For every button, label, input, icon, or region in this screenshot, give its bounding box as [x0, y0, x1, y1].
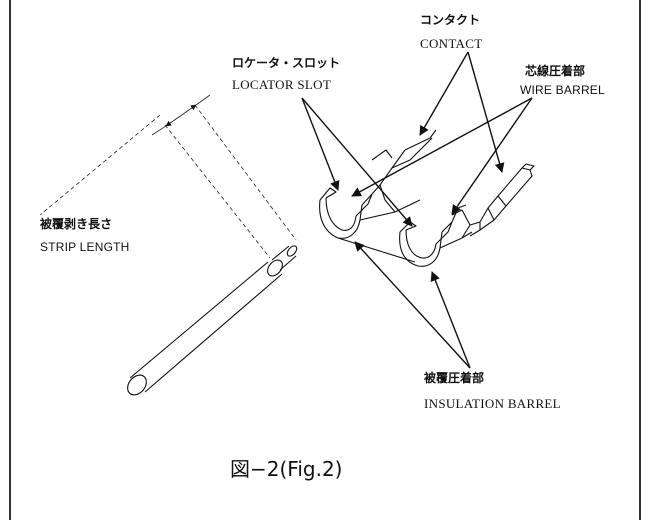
wire-barrel-label-en: WIRE BARREL	[520, 83, 605, 97]
contact-terminal	[319, 129, 535, 267]
strip-length-label-jp: 被覆剥き長さ	[40, 217, 113, 231]
insulation-barrel-label-en: INSULATION BARREL	[424, 396, 561, 411]
locator-slot-label-jp: ロケータ・スロット	[232, 56, 341, 70]
figure-caption: 図−2(Fig.2)	[230, 457, 343, 481]
strip-length-label-en: STRIP LENGTH	[40, 240, 130, 254]
locator-slot-label-en: LOCATOR SLOT	[232, 77, 332, 92]
insulation-barrel-label-jp: 被覆圧着部	[424, 371, 485, 385]
wire-drawing	[127, 245, 298, 396]
leader-arrows	[301, 51, 533, 369]
strip-length-dimension	[39, 94, 297, 259]
contact-label-en: CONTACT	[420, 36, 483, 51]
wire-barrel-label-jp: 芯線圧着部	[525, 64, 586, 78]
contact-label-jp: コンタクト	[420, 13, 481, 27]
